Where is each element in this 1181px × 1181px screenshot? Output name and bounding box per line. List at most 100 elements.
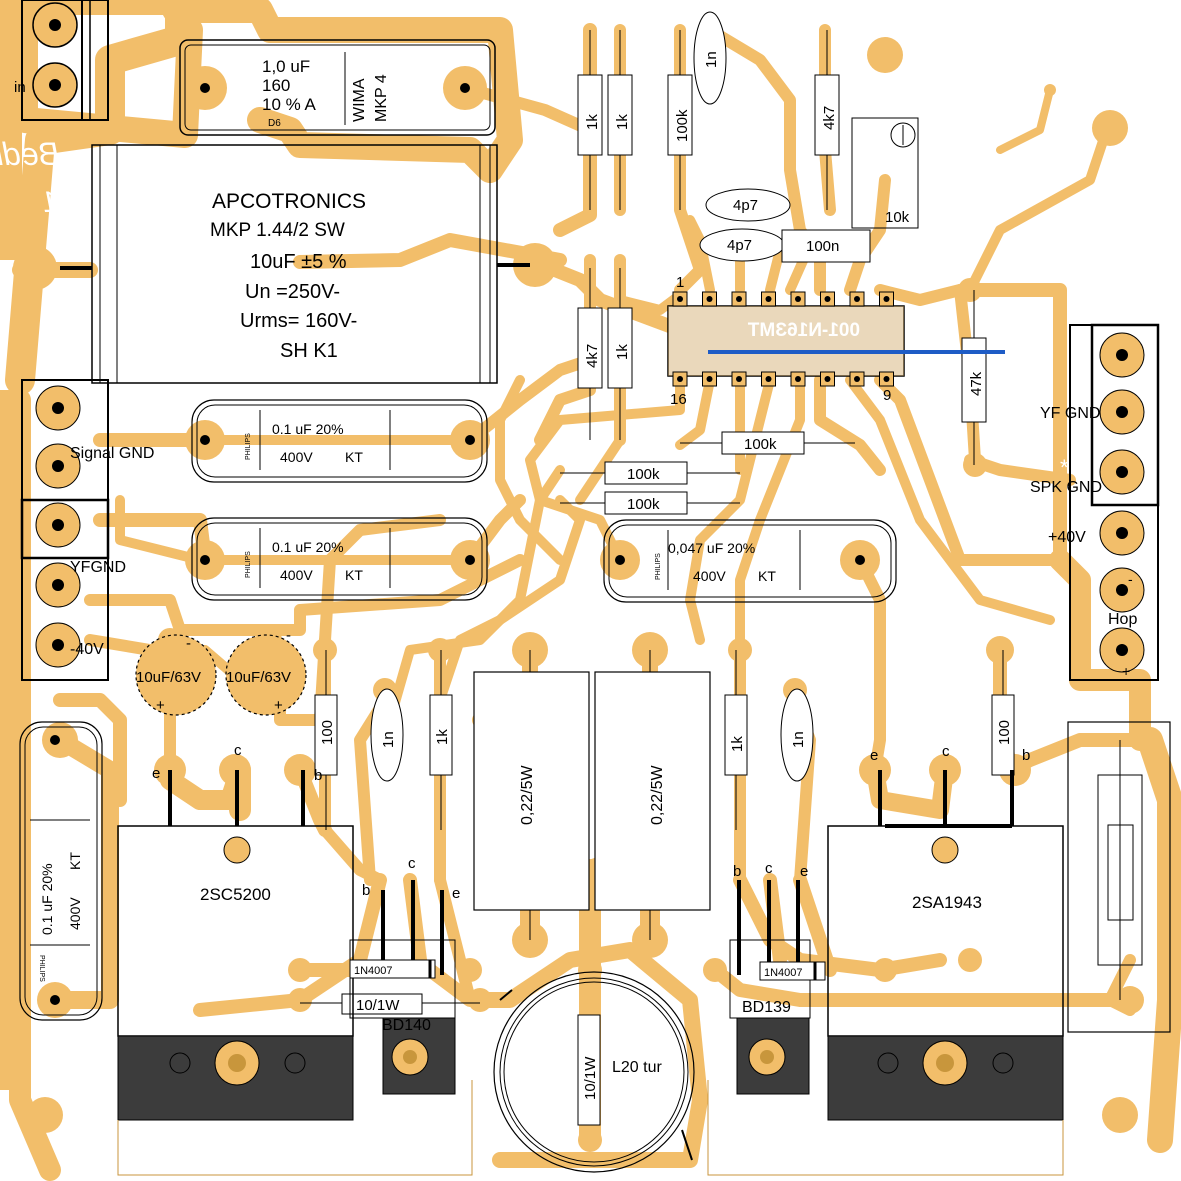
cap-kt-1: PHILIPS 0.1 uF 20% 400V KT [191,399,488,483]
r1k-mid: 1k [614,344,631,360]
date-silk: 14.04.2011 [42,186,190,219]
cap-kt-3: PHILIPS 0,047 uF 20% 400V KT [603,519,897,603]
transistor-bd140: b c e BD140 [349,855,460,1095]
q2-c: c [942,743,950,760]
wima-voltage: 160 [262,76,290,95]
ic-pin-hole [706,376,713,382]
wima-series: MKP 4 [373,74,390,122]
ic-pin-hole [854,376,860,382]
kt1-brand: PHILIPS [245,433,252,460]
bd139-e: e [800,863,808,880]
in-label: in [14,79,26,96]
bd140-e: e [452,885,460,902]
kt1-type: KT [345,449,363,465]
wima-value: 1,0 uF [262,57,310,76]
r10-1w-a: 10/1W [356,997,400,1014]
ic-pin-hole [883,296,890,302]
apco-code: SH K1 [280,340,338,362]
ic-pin-hole [677,376,683,382]
r100k-c: 100k [627,496,660,513]
wima-brand: WIMA [351,78,368,122]
signal-gnd-label: Signal GND [70,445,154,462]
spk-gnd-label: SPK GND [1030,479,1102,496]
ic-pin-hole [854,296,860,302]
ic-pin-hole [824,296,831,302]
kt2-voltage: 400V [280,567,313,583]
apco-series: MKP 1.44/2 SW [210,220,345,241]
q2-part: 2SA1943 [912,893,982,912]
kt4-brand: PHILIPS [38,955,45,982]
kt3-value: 0,047 uF 20% [668,540,755,556]
kt4-voltage: 400V [67,897,83,930]
ic-pin-hole [736,296,742,302]
r47k: 47k [968,371,985,396]
r1k-right: 1k [729,736,746,752]
cap-kt-2: PHILIPS 0.1 uF 20% 400V KT [191,517,488,601]
bd140-part: BD140 [382,1017,431,1034]
stars-right: ** [1060,455,1078,480]
ic-pins [672,291,894,387]
c1n-right: 1n [790,731,807,748]
minus40-label: -40V [70,641,104,658]
bd140-c: c [408,855,416,872]
ic-label: 001-N16ЗMT [747,320,860,341]
connector-in: in [14,0,109,121]
electrolytic-caps: 10uF/63V 10uF/63V - - + + [135,627,307,716]
e1-minus: - [186,635,191,652]
d2: 1N4007 [764,967,803,979]
small-caps: 1n 4p7 4p7 100n 1n 1n 10k [370,11,919,782]
bd140-b: b [362,882,370,899]
apco-un: Un =250V- [245,281,340,303]
kt1-voltage: 400V [280,449,313,465]
hop-label: Hop [1108,611,1137,628]
e2-minus: - [286,627,291,644]
r100k-top: 100k [674,109,691,142]
ic-pin-hole [736,376,742,382]
kt3-type: KT [758,568,776,584]
r10-1w-b: 10/1W [582,1056,599,1100]
bd139-c: c [765,860,773,877]
r100k-b: 100k [627,466,660,483]
r100-right: 100 [996,720,1013,745]
ic-pin-hole [765,296,772,302]
bd139-part: BD139 [742,999,791,1016]
c1n-top: 1n [703,51,720,68]
yfgnd-left-label: YFGND [70,559,126,576]
d1: 1N4007 [354,965,393,977]
c100n: 100n [806,238,839,255]
apco-brand: APCOTRONICS [212,190,366,213]
ic-pin-hole [706,296,713,302]
kt1-value: 0.1 uF 20% [272,421,344,437]
r100k-a: 100k [744,436,777,453]
c1n-left: 1n [380,731,397,748]
kt2-brand: PHILIPS [245,551,252,578]
copper-pads [0,0,1144,1152]
r1k-a: 1k [584,114,601,130]
kt3-brand: PHILIPS [655,553,662,580]
ic-pin-hole [677,296,683,302]
ic-pin-hole [824,376,831,382]
pot-10k: 10k [885,209,910,226]
cap-apcotronics: APCOTRONICS MKP 1.44/2 SW 10uF ±5 % Un =… [60,144,530,384]
e1-plus: + [156,697,165,714]
diodes: 1N4007 1N4007 [349,959,826,981]
kt4-type: KT [67,852,83,870]
apco-urms: Urms= 160V- [240,310,357,332]
q1-b: b [314,767,322,784]
ic-pin1: 1 [676,274,684,291]
coil-label: L20 tur [612,1059,662,1076]
r022-a: 0,22/5W [519,765,536,825]
silk-signature: Bedri 14.04.2011 ** ** [0,136,1078,480]
stars-left: ** [40,345,58,370]
r4k7-mid: 4k7 [584,344,601,368]
q1-e: e [152,765,160,782]
wima-code: D6 [268,118,281,129]
ic-pin-hole [795,376,801,382]
kt3-voltage: 400V [693,568,726,584]
hop-plus: + [1122,663,1130,679]
cap-wima: 1,0 uF 160 10 % A D6 WIMA MKP 4 [179,39,496,136]
wima-tolerance: 10 % A [262,95,317,114]
connector-left-terminals: Signal GND YFGND -40V [20,379,154,681]
